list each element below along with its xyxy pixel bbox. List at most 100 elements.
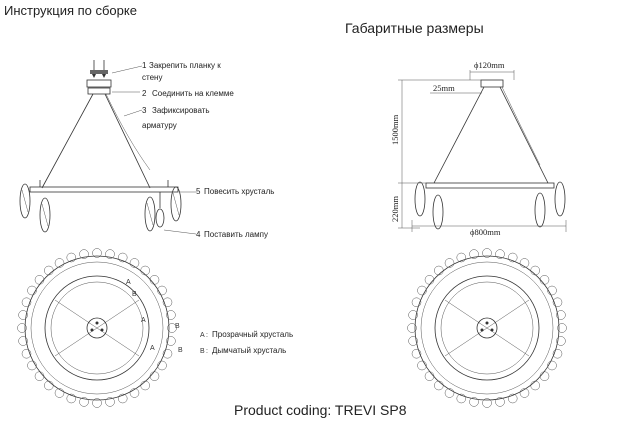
crystal-loop (434, 265, 444, 276)
crystal-loop (27, 285, 37, 296)
svg-text::: : (206, 348, 208, 355)
step-3-num: 3 (142, 106, 147, 115)
crystal-loop (407, 323, 417, 333)
crystal-loop (117, 393, 128, 404)
step-2-num: 2 (142, 89, 147, 98)
assembly-title: Инструкция по сборке (4, 3, 137, 18)
crystal-loop (482, 248, 492, 258)
crystal-loop (79, 397, 89, 407)
crystal-loop (539, 371, 550, 381)
crystal-loop (557, 323, 567, 333)
legend-key-b: B (200, 348, 205, 355)
crystal-loop (105, 397, 115, 407)
crystal-loop (167, 323, 177, 333)
crystal-loop (408, 336, 418, 346)
crystal-loop (417, 285, 427, 296)
crystal-loop (495, 397, 505, 407)
legend-key-a: A (200, 332, 205, 339)
crystal-loop (21, 348, 32, 359)
crystal-loop (444, 388, 455, 398)
crystal-loop (105, 249, 115, 259)
marker-a: A (141, 317, 146, 324)
step-1-text2: стену (142, 73, 162, 82)
crystal-loop (21, 297, 32, 308)
step-3-text: Зафиксировать (152, 106, 210, 115)
crystal-loop (469, 249, 479, 259)
crystal-loop (552, 348, 563, 359)
crystal-loop (469, 397, 479, 407)
step-2-text: Соединить на клемме (152, 89, 234, 98)
step-5-text: Повесить хрусталь (204, 187, 274, 196)
crystal-loop (140, 265, 150, 276)
legend-text-a: Прозрачный хрусталь (212, 330, 293, 339)
crystal-loop (424, 275, 435, 285)
crystal-loop (424, 371, 435, 381)
step-3-text2: арматуру (142, 121, 177, 130)
step-4-num: 4 (196, 230, 201, 239)
marker-b: B (178, 347, 183, 354)
crystal-loop (117, 252, 128, 263)
crystal-loop (162, 297, 173, 308)
crystal-loop (27, 360, 37, 371)
crystal-loop (54, 258, 65, 268)
crystal-loop (129, 258, 140, 268)
crystal-loop (444, 258, 455, 268)
crystal-loop (411, 297, 422, 308)
crystal-loop (539, 275, 550, 285)
crystal-loop (157, 360, 167, 371)
crystal-loop (157, 285, 167, 296)
crystal-loop (552, 297, 563, 308)
dim-canopy: ϕ120mm (474, 60, 505, 70)
assembly-top-view (17, 248, 177, 408)
crystal-loop (507, 393, 518, 404)
crystal-loop (92, 248, 102, 258)
crystal-loop (417, 360, 427, 371)
dim-offset: 25mm (433, 83, 455, 93)
crystal-loop (18, 336, 28, 346)
dimensions-title: Габаритные размеры (345, 20, 484, 36)
crystal-loop (79, 249, 89, 259)
crystal-loop (66, 393, 77, 404)
crystal-loop (408, 310, 418, 320)
marker-b: B (175, 323, 180, 330)
crystal-loop (166, 336, 176, 346)
crystal-loop (17, 323, 27, 333)
step-1-num: 1 (142, 61, 147, 70)
crystal-loop (66, 252, 77, 263)
legend-text-b: Дымчатый хрусталь (212, 346, 286, 355)
crystal-loop (495, 249, 505, 259)
crystal-loop (456, 252, 467, 263)
crystal-loop (556, 310, 566, 320)
product-coding: Product coding: TREVI SP8 (234, 402, 407, 418)
crystal-loop (44, 380, 54, 391)
crystal-loop (507, 252, 518, 263)
crystal-loop (140, 380, 150, 391)
crystal-loop (34, 371, 45, 381)
svg-text::: : (206, 332, 208, 339)
crystal-loop (166, 310, 176, 320)
step-1-text: Закрепить планку к (149, 61, 221, 70)
crystal-loop (149, 371, 160, 381)
dim-diameter: ϕ800mm (470, 227, 501, 237)
crystal-loop (519, 258, 530, 268)
crystal-loop (482, 398, 492, 408)
crystal-loop (456, 393, 467, 404)
crystal-loop (411, 348, 422, 359)
marker-b: B (132, 291, 137, 298)
crystal-loop (530, 380, 540, 391)
crystal-loop (556, 336, 566, 346)
crystal-loop (34, 275, 45, 285)
crystal-loop (149, 275, 160, 285)
crystal-loop (129, 388, 140, 398)
crystal-loop (92, 398, 102, 408)
dimension-side-view (398, 70, 567, 232)
crystal-loop (547, 285, 557, 296)
dimension-top-view (407, 248, 567, 408)
step-4-text: Поставить лампу (204, 230, 268, 239)
marker-a: A (126, 279, 131, 286)
crystal-loop (519, 388, 530, 398)
crystal-loop (18, 310, 28, 320)
step-5-num: 5 (196, 187, 201, 196)
crystal-loop (44, 265, 54, 276)
